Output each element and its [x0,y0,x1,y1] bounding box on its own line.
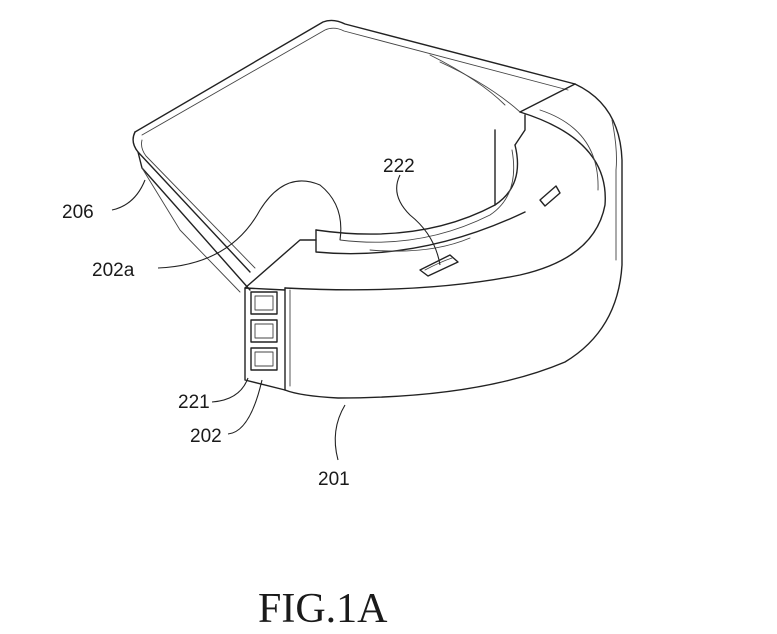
ref-222: 222 [383,156,415,177]
inner-recess [244,54,526,289]
housing-body [244,83,623,399]
ref-202a: 202a [92,260,135,281]
ref-206: 206 [62,202,94,223]
latch-features [419,185,561,277]
ref-201: 201 [318,469,350,490]
leader-lines [111,174,441,461]
figure-label: FIG.1A [258,586,388,632]
connector-ports [250,291,278,371]
ref-202: 202 [190,426,222,447]
ref-221: 221 [178,392,210,413]
tray-plate [132,19,576,293]
